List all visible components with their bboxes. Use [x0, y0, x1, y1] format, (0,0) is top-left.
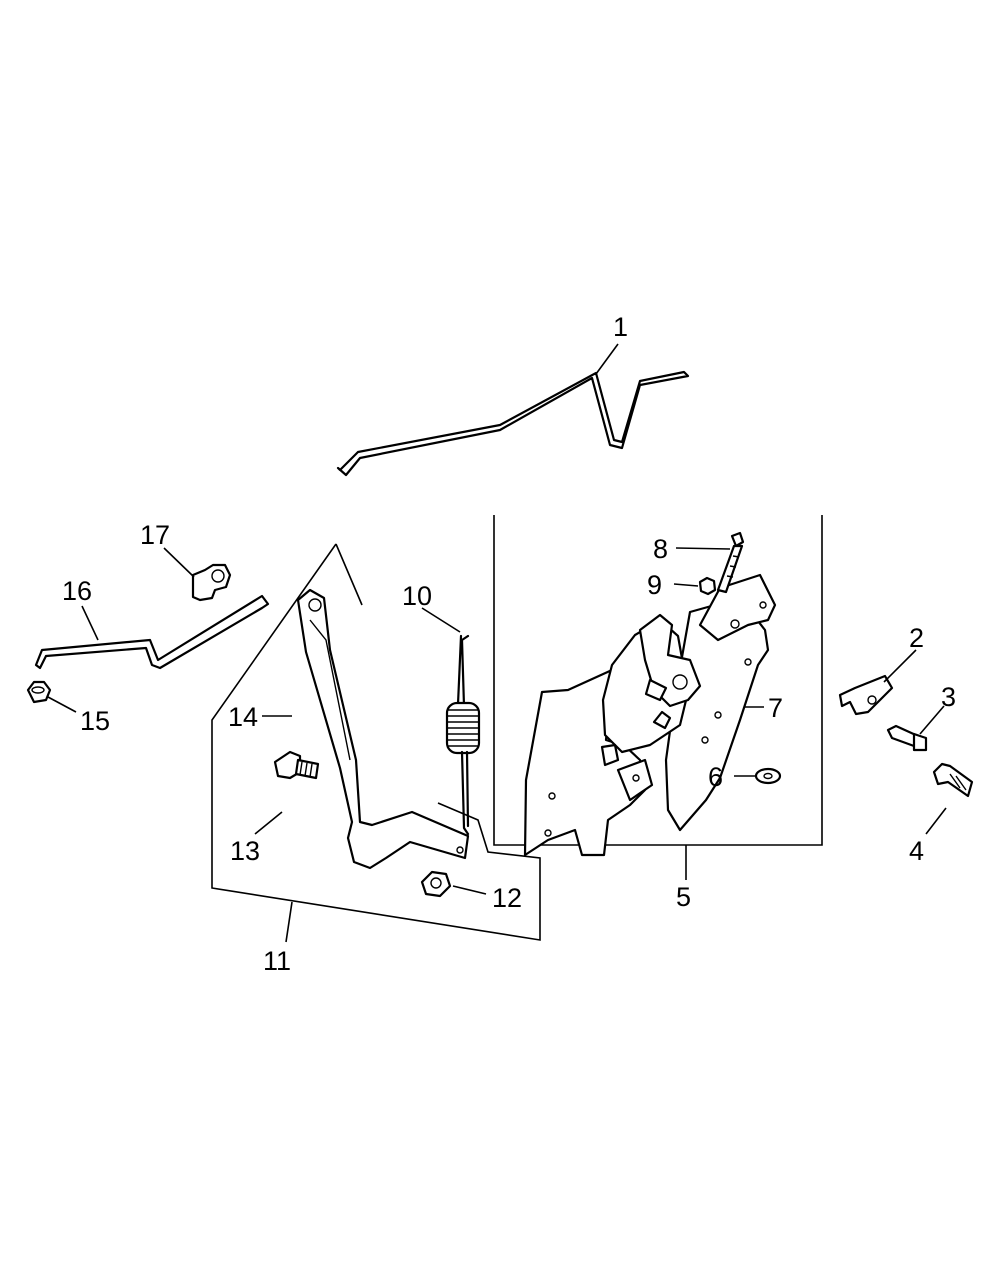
- part-3-bolt: [886, 724, 928, 752]
- part-15-grommet: [26, 680, 52, 704]
- callout-13: 13: [230, 836, 260, 866]
- part-13-bolt: [273, 750, 320, 780]
- part-14-lever: [296, 588, 470, 870]
- part-16-rod: [34, 594, 270, 670]
- callout-12: 12: [492, 883, 522, 913]
- callout-6: 6: [708, 762, 723, 792]
- frame-11: [211, 543, 541, 941]
- part-4-bolt: [932, 762, 974, 798]
- callout-9: 9: [647, 570, 662, 600]
- callout-8: 8: [653, 534, 668, 564]
- callout-1: 1: [613, 312, 628, 342]
- callout-17: 17: [140, 520, 170, 550]
- part-1-rod: [336, 370, 690, 477]
- part-10-spring: [445, 634, 481, 836]
- frame-5: [493, 515, 823, 846]
- callout-15: 15: [80, 706, 110, 736]
- part-17-clip: [191, 563, 232, 602]
- callout-7: 7: [768, 693, 783, 723]
- callout-14: 14: [228, 702, 258, 732]
- part-2-clip-nut: [838, 674, 894, 716]
- callout-labels: 1 2 3 4 5 6 7 8 9 10 11 12 13 14 15 16 1…: [62, 312, 956, 976]
- part-8-bolt: [716, 531, 745, 594]
- part-6-washer: [754, 767, 782, 785]
- leader-lines: [47, 343, 947, 943]
- part-7-bracket-assembly: [523, 573, 777, 857]
- callout-5: 5: [676, 882, 691, 912]
- part-9-nut: [698, 576, 717, 596]
- callout-11: 11: [263, 946, 291, 976]
- callout-16: 16: [62, 576, 92, 606]
- part-12-nut: [420, 870, 452, 898]
- callout-3: 3: [941, 682, 956, 712]
- callout-10: 10: [402, 581, 432, 611]
- callout-2: 2: [909, 623, 924, 653]
- callout-4: 4: [909, 836, 924, 866]
